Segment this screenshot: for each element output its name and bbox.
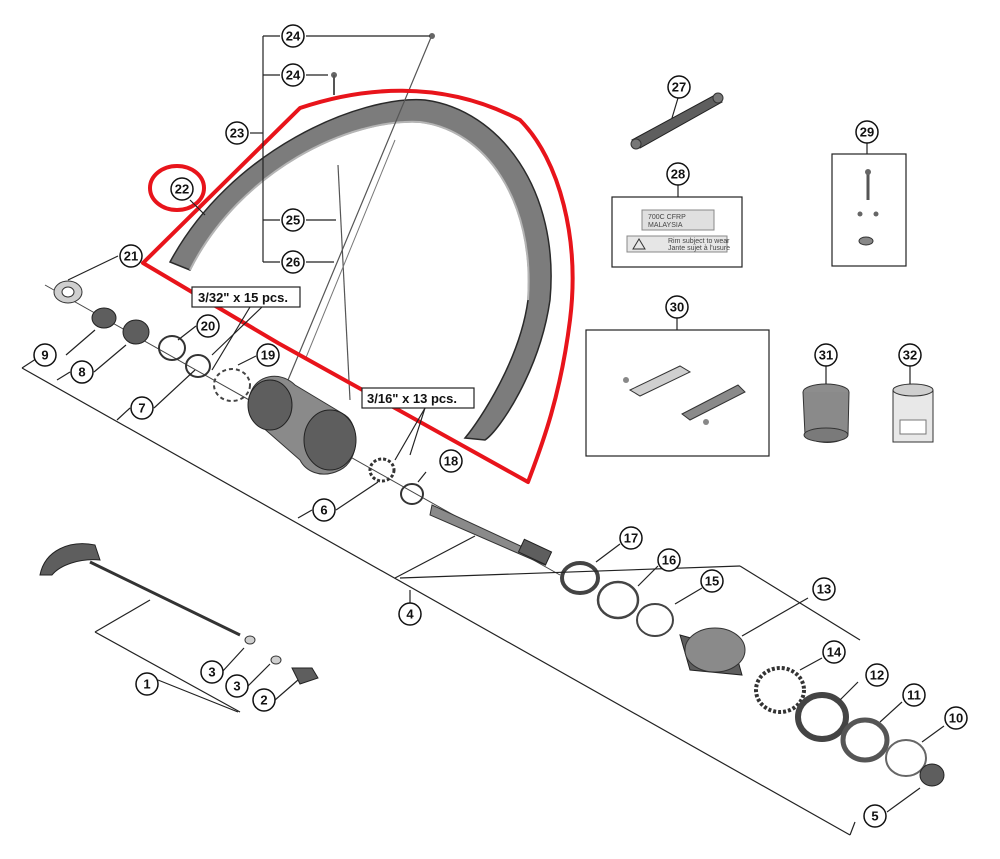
hub-left-parts bbox=[44, 280, 561, 576]
callout-19: 19 bbox=[256, 343, 280, 367]
callout-6: 6 bbox=[312, 498, 336, 522]
callout-2: 2 bbox=[252, 688, 276, 712]
callout-13: 13 bbox=[812, 577, 836, 601]
callout-21: 21 bbox=[119, 244, 143, 268]
bearing-qty-large-text: 3/16" x 13 pcs. bbox=[367, 391, 457, 406]
svg-text:4: 4 bbox=[406, 607, 414, 622]
highlight-circle-22 bbox=[148, 164, 206, 212]
svg-text:12: 12 bbox=[870, 668, 884, 683]
svg-text:8: 8 bbox=[78, 365, 85, 380]
tree-23-26 bbox=[189, 35, 430, 263]
callout-31: 31 bbox=[814, 343, 838, 367]
part-29-kit bbox=[831, 143, 907, 267]
spokes bbox=[287, 33, 435, 401]
quick-release bbox=[39, 543, 319, 685]
rim bbox=[168, 98, 552, 441]
callout-26: 26 bbox=[281, 250, 305, 274]
part-28-label: 700C CFRP MALAYSIA Rim subject to wear J… bbox=[611, 185, 743, 268]
svg-text:25: 25 bbox=[286, 213, 300, 228]
svg-text:21: 21 bbox=[124, 249, 138, 264]
highlight-outline-rim bbox=[141, 88, 575, 484]
svg-text:14: 14 bbox=[827, 645, 842, 660]
callout-16: 16 bbox=[657, 548, 681, 572]
callout-5: 5 bbox=[863, 804, 887, 828]
svg-text:15: 15 bbox=[705, 574, 719, 589]
svg-text:32: 32 bbox=[903, 348, 917, 363]
callout-24a: 24 bbox=[281, 24, 305, 48]
callout-20: 20 bbox=[196, 314, 220, 338]
svg-text:17: 17 bbox=[624, 531, 638, 546]
svg-text:23: 23 bbox=[230, 126, 244, 141]
svg-text:29: 29 bbox=[860, 125, 874, 140]
callout-3a: 3 bbox=[200, 660, 224, 684]
callout-27: 27 bbox=[667, 75, 691, 99]
svg-text:16: 16 bbox=[662, 553, 676, 568]
callout-4: 4 bbox=[398, 602, 422, 626]
svg-text:24: 24 bbox=[286, 68, 301, 83]
svg-text:30: 30 bbox=[670, 300, 684, 315]
bearing-qty-small: 3/32" x 15 pcs. bbox=[191, 286, 301, 371]
label-28-warn1: Rim subject to wear bbox=[668, 238, 730, 245]
svg-text:9: 9 bbox=[41, 348, 48, 363]
svg-text:28: 28 bbox=[671, 167, 685, 182]
callout-17: 17 bbox=[619, 526, 643, 550]
callout-22: 22 bbox=[170, 177, 194, 201]
callout-32: 32 bbox=[898, 343, 922, 367]
label-28-warn2: Jante sujet à l'usure bbox=[668, 245, 730, 252]
callout-30: 30 bbox=[665, 295, 689, 319]
svg-text:20: 20 bbox=[201, 319, 215, 334]
callout-3b: 3 bbox=[225, 674, 249, 698]
hub-leader-lines bbox=[21, 255, 945, 836]
callout-9: 9 bbox=[33, 343, 57, 367]
bearing-qty-small-text: 3/32" x 15 pcs. bbox=[198, 290, 288, 305]
svg-text:26: 26 bbox=[286, 255, 300, 270]
callout-23: 23 bbox=[225, 121, 249, 145]
callout-10: 10 bbox=[944, 706, 968, 730]
svg-text:3: 3 bbox=[233, 679, 240, 694]
callout-12: 12 bbox=[865, 663, 889, 687]
callout-15: 15 bbox=[700, 569, 724, 593]
callout-18: 18 bbox=[439, 449, 463, 473]
svg-text:22: 22 bbox=[175, 182, 189, 197]
svg-text:5: 5 bbox=[871, 809, 878, 824]
callout-28: 28 bbox=[666, 162, 690, 186]
callout-24b: 24 bbox=[281, 63, 305, 87]
label-28-line1: 700C CFRP bbox=[648, 214, 686, 221]
svg-text:3: 3 bbox=[208, 665, 215, 680]
callout-14: 14 bbox=[822, 640, 846, 664]
callout-25: 25 bbox=[281, 208, 305, 232]
svg-text:27: 27 bbox=[672, 80, 686, 95]
part-27-tool bbox=[630, 92, 724, 150]
svg-text:13: 13 bbox=[817, 582, 831, 597]
part-31-sleeve bbox=[802, 366, 850, 443]
svg-text:6: 6 bbox=[320, 503, 327, 518]
part-30-brake-pads bbox=[585, 318, 770, 457]
bearing-qty-large: 3/16" x 13 pcs. bbox=[361, 387, 475, 461]
svg-text:2: 2 bbox=[260, 693, 267, 708]
svg-text:1: 1 bbox=[143, 677, 150, 692]
svg-text:18: 18 bbox=[444, 454, 458, 469]
callout-1: 1 bbox=[135, 672, 159, 696]
freehub-parts bbox=[560, 561, 945, 787]
callout-11: 11 bbox=[902, 683, 926, 707]
svg-text:19: 19 bbox=[261, 348, 275, 363]
callout-7: 7 bbox=[130, 396, 154, 420]
svg-text:10: 10 bbox=[949, 711, 963, 726]
label-28-line2: MALAYSIA bbox=[648, 222, 683, 229]
svg-text:24: 24 bbox=[286, 29, 301, 44]
callout-29: 29 bbox=[855, 120, 879, 144]
svg-text:7: 7 bbox=[138, 401, 145, 416]
svg-text:11: 11 bbox=[907, 688, 921, 703]
svg-text:31: 31 bbox=[819, 348, 833, 363]
callouts: 24 24 23 22 25 26 21 20 19 9 8 7 6 18 4 … bbox=[33, 24, 968, 828]
part-32-grease-jar bbox=[892, 366, 934, 443]
callout-8: 8 bbox=[70, 360, 94, 384]
